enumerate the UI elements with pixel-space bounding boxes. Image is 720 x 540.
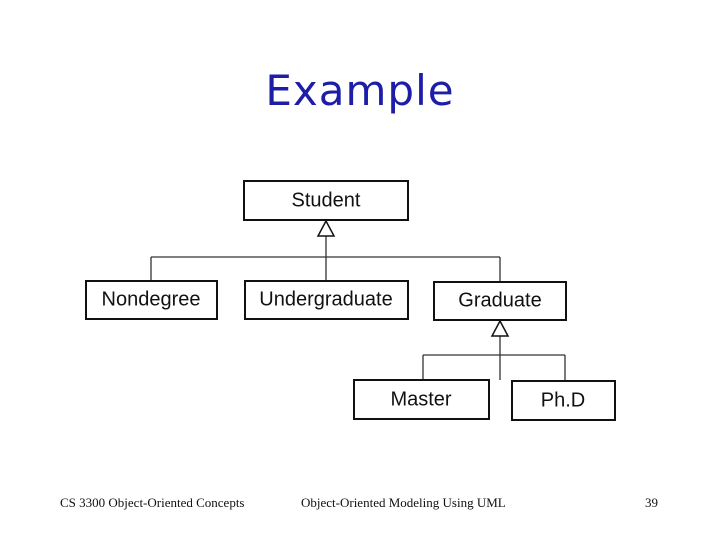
- footer-page-number: 39: [645, 495, 658, 510]
- undergraduate-class-label: Undergraduate: [259, 288, 392, 310]
- graduate-class-label: Graduate: [458, 289, 541, 311]
- undergraduate-class-box: Undergraduate: [244, 280, 409, 320]
- graduate-class-box: Graduate: [433, 281, 567, 321]
- generalization-arrowhead: [316, 219, 336, 237]
- student-class-box: Student: [243, 180, 409, 221]
- master-class-box: Master: [353, 379, 490, 420]
- graduate-generalization-connector: [422, 319, 566, 381]
- slide-title: Example: [265, 66, 455, 115]
- phd-class-box: Ph.D: [511, 380, 616, 421]
- nondegree-class-label: Nondegree: [102, 288, 201, 310]
- student-class-label: Student: [292, 189, 361, 211]
- footer-topic: Object-Oriented Modeling Using UML: [301, 495, 506, 510]
- student-generalization-connector: [150, 219, 501, 282]
- footer-course: CS 3300 Object-Oriented Concepts: [60, 495, 245, 510]
- nondegree-class-box: Nondegree: [85, 280, 218, 320]
- generalization-arrowhead: [490, 319, 510, 337]
- master-class-label: Master: [390, 388, 451, 410]
- phd-class-label: Ph.D: [541, 389, 585, 411]
